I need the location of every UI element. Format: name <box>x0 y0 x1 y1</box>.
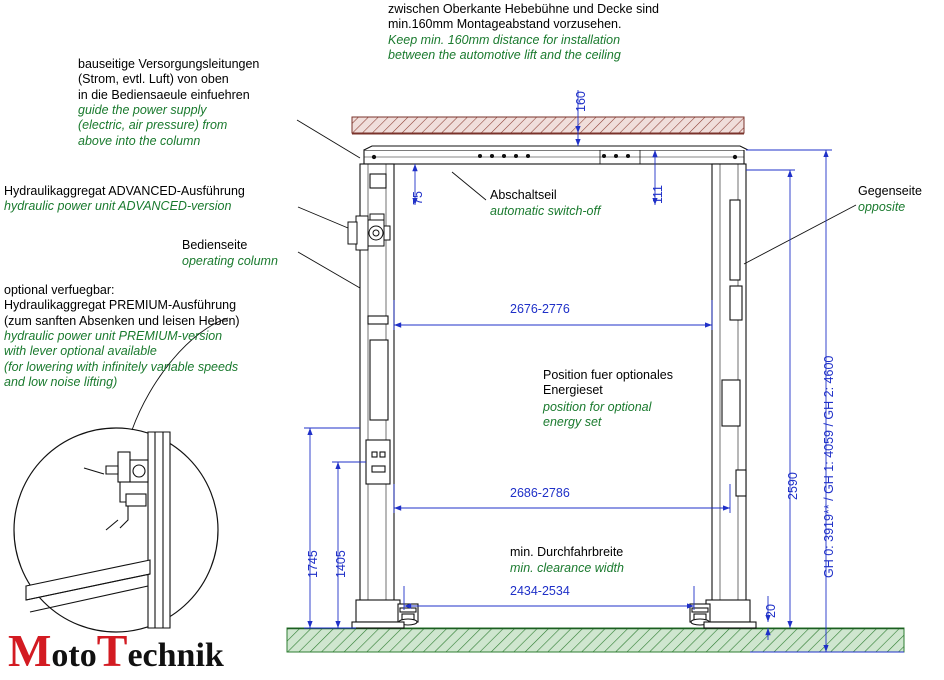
logo-part-2: oto <box>51 637 97 674</box>
dim-width-mid: 2686-2786 <box>510 486 570 500</box>
dim-height-1405: 1405 <box>334 550 348 578</box>
dim-top-beam-inner: 111 <box>651 184 665 204</box>
detail-circle-premium-unit <box>13 317 229 633</box>
dim-base-height: 20 <box>764 604 778 618</box>
dim-width-clearance: 2434-2534 <box>510 584 570 598</box>
note-ceiling-en: Keep min. 160mm distance for installatio… <box>388 33 621 63</box>
note-energyset-de: Position fuer optionales Energieset <box>543 368 673 398</box>
note-supply-en: guide the power supply (electric, air pr… <box>78 103 228 148</box>
note-operating-de: Bedienseite <box>182 238 248 252</box>
note-opposite-de: Gegenseite <box>858 184 922 198</box>
dim-height-overall: GH 0: 3919** / GH 1: 4059 / GH 2: 4600 <box>822 355 836 578</box>
dim-width-upper: 2676-2776 <box>510 302 570 316</box>
logo-part-4: echnik <box>127 637 224 674</box>
lift-structure <box>351 145 757 629</box>
note-switchoff-de: Abschaltseil <box>490 188 557 202</box>
dimension-lines <box>304 90 904 653</box>
dim-height-post: 2590 <box>786 472 800 500</box>
logo-part-1: M <box>8 625 52 676</box>
note-operating-en: operating column <box>182 254 278 268</box>
note-energyset-en: position for optional energy set <box>543 400 652 430</box>
note-clearance-en: min. clearance width <box>510 561 624 575</box>
ceiling-slab <box>351 116 745 135</box>
note-premium-de: optional verfuegbar: Hydraulikaggregat P… <box>4 283 240 328</box>
note-clearance-de: min. Durchfahrbreite <box>510 545 624 559</box>
note-opposite-en: opposite <box>858 200 906 214</box>
note-advanced-de: Hydraulikaggregat ADVANCED-Ausführung <box>4 184 245 198</box>
dim-ceiling-gap: 160 <box>574 91 588 112</box>
note-premium-en: hydraulic power unit PREMIUM-version wit… <box>4 329 239 389</box>
dim-height-1745: 1745 <box>306 550 320 578</box>
note-supply-de: bauseitige Versorgungsleitungen (Strom, … <box>78 57 260 102</box>
dim-carriage-top: 75 <box>411 191 425 205</box>
note-advanced-en: hydraulic power unit ADVANCED-version <box>4 199 232 213</box>
note-ceiling-de: zwischen Oberkante Hebebühne und Decke s… <box>388 2 660 32</box>
floor-slab <box>286 627 905 653</box>
hydraulic-power-unit <box>347 213 391 251</box>
logo-part-3: T <box>96 625 128 676</box>
logo-mototechnik: MotoTechnik <box>8 628 224 674</box>
leader-lines <box>296 119 857 289</box>
note-switchoff-en: automatic switch-off <box>490 204 601 218</box>
